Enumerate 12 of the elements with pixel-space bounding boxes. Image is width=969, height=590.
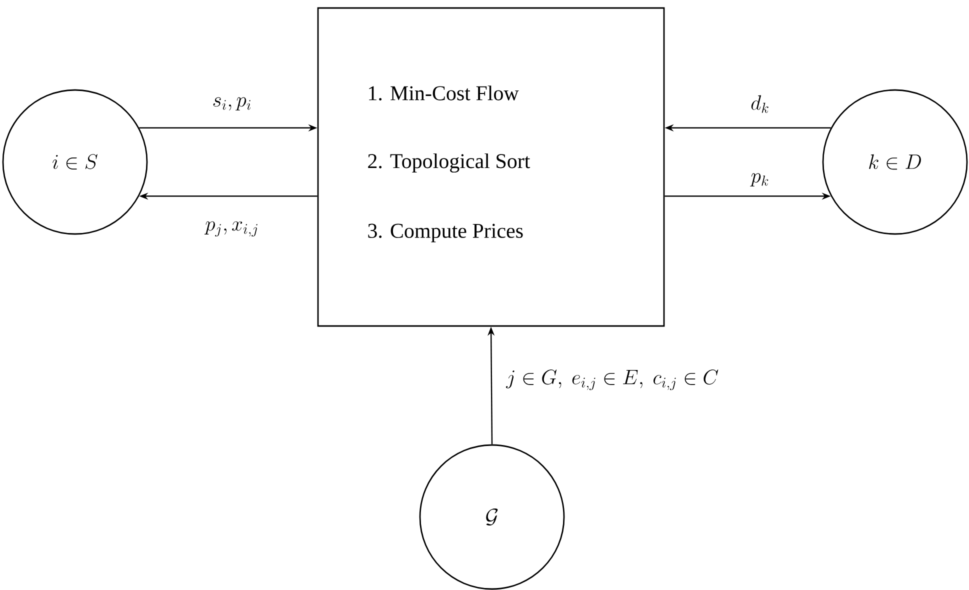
edge-label: $p_j, x_{i,j}$ (204, 220, 260, 238)
circle-node: $\mathcal{G}$ (419, 444, 565, 590)
edge-label: $d_k$ (750, 94, 770, 114)
list-item: 2. Topological Sort (368, 153, 530, 173)
process-box (317, 7, 665, 327)
edge-label: $s_i, p_i$ (211, 96, 253, 112)
list-item: 3. Compute Prices (368, 224, 523, 242)
edge-label: $p_k$ (750, 172, 770, 188)
circle-node: $i \in S$ (2, 89, 148, 235)
edge-label: $j \in G,\ e_{i,j} \in E,\ c_{i,j} \in C$ (505, 368, 720, 392)
circle-node: $k \in D$ (822, 89, 968, 235)
list-item: 1. Min-Cost Flow (369, 86, 519, 100)
